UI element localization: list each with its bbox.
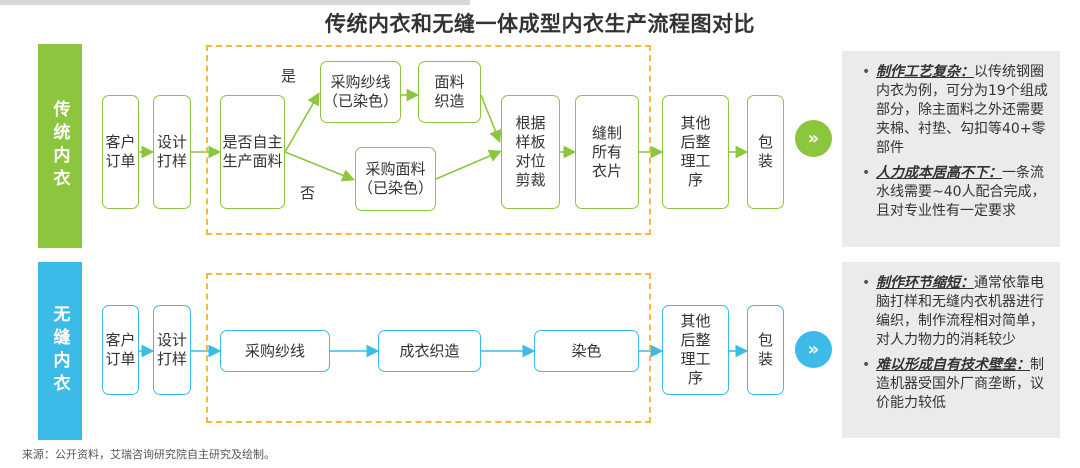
- node-buy-dyed-fabric: 采购面料 （已染色）: [355, 147, 436, 211]
- source-note: 来源：公开资料，艾瑞咨询研究院自主研究及绘制。: [22, 448, 275, 461]
- cropped-header-strip: [0, 0, 470, 5]
- node-fabric-weaving: 面料 织造: [418, 61, 481, 123]
- arrow-weave-cut: [480, 94, 502, 143]
- node-design-sample: 设计打样: [153, 95, 191, 209]
- node-s-customer-order: 客户订单: [102, 305, 139, 395]
- seamless-notes-panel: • 制作环节缩短：通常依靠电脑打样和无缝内衣机器进行编织，制作流程相对简单，对人…: [842, 262, 1060, 438]
- node-self-produce-decision: 是否自主生产面料: [220, 95, 285, 209]
- traditional-label: 传统内衣: [38, 44, 82, 248]
- traditional-dashed-group: [206, 45, 651, 235]
- bullet-icon: •: [862, 357, 871, 373]
- note-text: 制造机器受国外厂商垄断，议价能力较低: [876, 357, 1044, 411]
- double-chevron-icon: »: [795, 120, 832, 157]
- bullet-icon: •: [862, 165, 871, 181]
- node-customer-order: 客户订单: [102, 95, 139, 209]
- node-packaging: 包 装: [747, 95, 784, 209]
- node-s-garment-knitting: 成衣织造: [378, 330, 481, 372]
- node-s-packaging: 包 装: [747, 305, 784, 395]
- arrow-decide-yarn: [284, 92, 320, 153]
- node-s-buy-yarn: 采购纱线: [220, 330, 330, 372]
- arrow-decide-fabric: [284, 151, 355, 182]
- note-keyword: 难以形成自有技术壁垒：: [876, 357, 1030, 373]
- node-s-design-sample: 设计打样: [153, 305, 191, 395]
- note-item: • 制作环节缩短：通常依靠电脑打样和无缝内衣机器进行编织，制作流程相对简单，对人…: [862, 274, 1050, 350]
- note-keyword: 制作环节缩短：: [876, 275, 974, 291]
- node-buy-dyed-yarn: 采购纱线 （已染色）: [320, 61, 401, 123]
- arrow-fabric-cut: [435, 149, 502, 180]
- seamless-dashed-group: [206, 273, 651, 423]
- bullet-icon: •: [862, 64, 871, 80]
- node-s-dyeing: 染色: [534, 330, 639, 372]
- bullet-icon: •: [862, 275, 871, 291]
- traditional-notes-panel: • 制作工艺复杂：以传统钢圈内衣为例，可分为19个组成部分，除主面料之外还需要夹…: [842, 51, 1060, 247]
- double-chevron-icon: »: [795, 331, 832, 368]
- node-post-finishing: 其他 后整 理工 序: [662, 95, 729, 209]
- note-text: 通常依靠电脑打样和无缝内衣机器进行编织，制作流程相对简单，对人力物力的消耗较少: [876, 275, 1044, 348]
- page-title: 传统内衣和无缝一体成型内衣生产流程图对比: [325, 12, 755, 36]
- node-sew-pieces: 缝制 所有 衣片: [575, 95, 639, 209]
- note-text: 以传统钢圈内衣为例，可分为19个组成部分，除主面料之外还需要夹棉、衬垫、勾扣等4…: [876, 64, 1048, 156]
- seamless-label: 无缝内衣: [38, 262, 82, 440]
- note-item: • 制作工艺复杂：以传统钢圈内衣为例，可分为19个组成部分，除主面料之外还需要夹…: [862, 63, 1050, 158]
- node-s-post-finishing: 其他 后整 理工 序: [662, 305, 729, 395]
- note-text: 一条流水线需要~40人配合完成，且对专业性有一定要求: [876, 165, 1046, 219]
- node-pattern-cutting: 根据 样板 对位 剪裁: [501, 95, 560, 209]
- yes-label: 是: [281, 67, 297, 85]
- note-item: • 难以形成自有技术壁垒：制造机器受国外厂商垄断，议价能力较低: [862, 356, 1050, 413]
- note-keyword: 人力成本居高不下：: [876, 165, 1002, 181]
- note-keyword: 制作工艺复杂：: [876, 64, 974, 80]
- no-label: 否: [300, 184, 316, 202]
- note-item: • 人力成本居高不下：一条流水线需要~40人配合完成，且对专业性有一定要求: [862, 164, 1050, 221]
